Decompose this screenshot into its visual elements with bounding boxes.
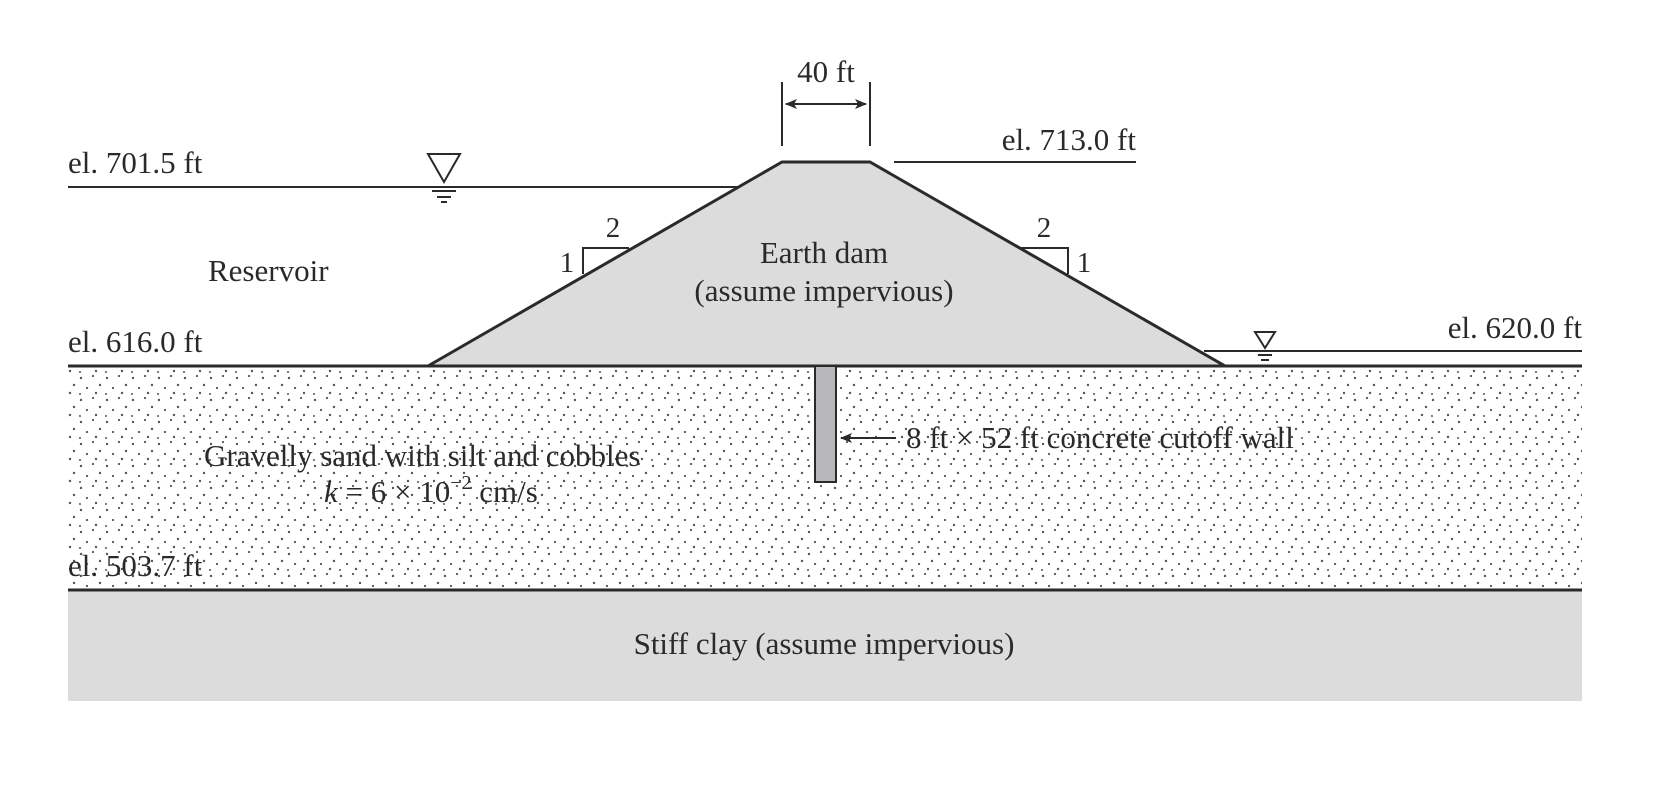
permeability-symbol: k	[324, 474, 339, 509]
dam-note-label: (assume impervious)	[694, 273, 953, 308]
reservoir-label: Reservoir	[208, 253, 329, 288]
permeability-exponent: −2	[450, 472, 471, 494]
reservoir-water-symbol	[426, 153, 462, 203]
downstream-slope-vertical: 1	[1077, 247, 1092, 279]
upstream-slope-indicator	[582, 247, 629, 274]
crest-width-dimension	[781, 82, 871, 146]
foundation-bottom-elevation-label: el. 503.7 ft	[68, 548, 203, 583]
reservoir-elevation-label: el. 701.5 ft	[68, 145, 203, 180]
downstream-slope-horizontal: 2	[1037, 212, 1052, 244]
foundation-label: Gravelly sand with silt and cobbles	[204, 438, 641, 473]
ground-elevation-label: el. 616.0 ft	[68, 324, 203, 359]
crest-elevation-label: el. 713.0 ft	[1002, 122, 1137, 157]
earth-dam-body	[422, 160, 1231, 368]
dam-name-label: Earth dam	[760, 235, 888, 270]
cutoff-wall	[814, 365, 837, 483]
permeability-label: k = 6 × 10−2 cm/s	[324, 472, 538, 509]
upstream-slope-vertical: 1	[560, 247, 575, 279]
tailwater-water-symbol	[1253, 331, 1277, 361]
upstream-slope-horizontal: 2	[606, 212, 621, 244]
stiff-clay-layer	[68, 590, 1582, 701]
crest-width-label: 40 ft	[797, 54, 855, 89]
cutoff-wall-label: 8 ft × 52 ft concrete cutoff wall	[906, 420, 1294, 455]
permeability-unit: cm/s	[472, 474, 538, 509]
permeability-value: = 6 × 10	[338, 474, 450, 509]
stiff-clay-label: Stiff clay (assume impervious)	[634, 626, 1015, 661]
tailwater-elevation-label: el. 620.0 ft	[1448, 310, 1583, 345]
downstream-slope-indicator	[1021, 247, 1069, 274]
